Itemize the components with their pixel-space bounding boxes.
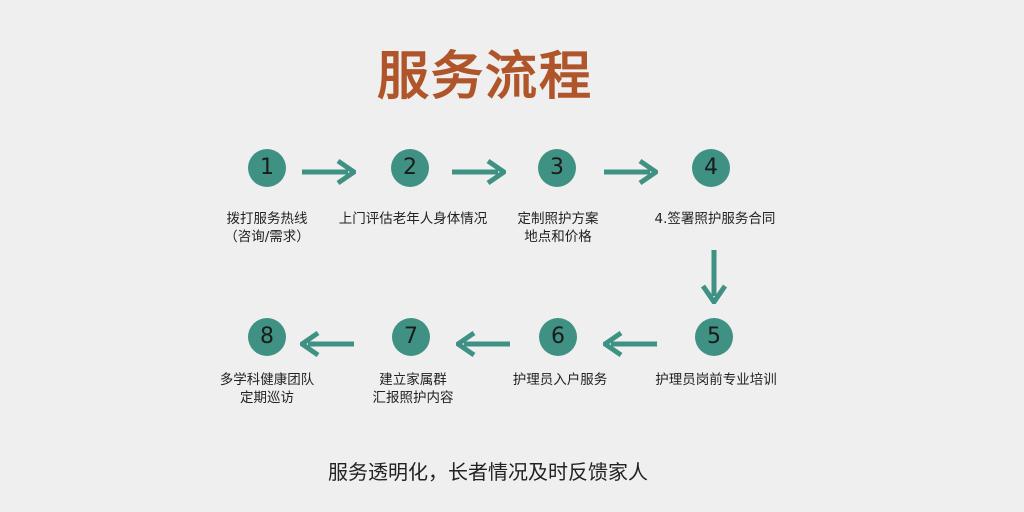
step-1-label: 拨打服务热线 （咨询/需求） [177, 210, 357, 246]
step-6-line1: 护理员入户服务 [512, 372, 608, 388]
step-3-circle: 3 [538, 149, 576, 187]
step-7-line2: 汇报照护内容 [372, 390, 454, 406]
footer-note: 服务透明化，长者情况及时反馈家人 [328, 460, 648, 484]
step-6-circle: 6 [539, 318, 577, 356]
step-1-line1: 拨打服务热线 [226, 211, 308, 227]
step-8-label: 多学科健康团队定期巡访 [177, 371, 357, 407]
step-2-line1: 上门评估老年人身体情况 [338, 211, 488, 227]
arrow-left-icon [300, 330, 354, 358]
arrow-down-icon [700, 250, 728, 304]
step-8-line2: 定期巡访 [240, 390, 294, 406]
arrow-right-icon [452, 158, 506, 186]
step-2-label: 上门评估老年人身体情况 [323, 210, 503, 228]
step-6-label: 护理员入户服务 [470, 371, 650, 389]
step-5-line1: 护理员岗前专业培训 [655, 372, 777, 388]
arrow-right-icon [302, 158, 356, 186]
step-7-circle: 7 [392, 318, 430, 356]
step-1-line2: （咨询/需求） [224, 229, 310, 245]
step-3-label: 定制照护方案地点和价格 [468, 210, 648, 246]
step-8-line1: 多学科健康团队 [219, 372, 315, 388]
arrow-right-icon [604, 158, 658, 186]
arrow-left-icon [456, 330, 510, 358]
step-7-line1: 建立家属群 [379, 372, 447, 388]
step-4-label: 4.签署照护服务合同 [625, 210, 805, 228]
step-2-circle: 2 [391, 149, 429, 187]
page-title: 服务流程 [376, 47, 593, 107]
step-5-circle: 5 [695, 318, 733, 356]
step-3-line1: 定制照护方案 [517, 211, 599, 227]
arrow-left-icon [603, 330, 657, 358]
step-3-line2: 地点和价格 [524, 229, 592, 245]
step-7-label: 建立家属群汇报照护内容 [323, 371, 503, 407]
step-1-circle: 1 [248, 149, 286, 187]
step-4-line1: 4.签署照护服务合同 [654, 211, 776, 227]
step-8-circle: 8 [248, 318, 286, 356]
step-4-circle: 4 [692, 149, 730, 187]
step-5-label: 护理员岗前专业培训 [626, 371, 806, 389]
